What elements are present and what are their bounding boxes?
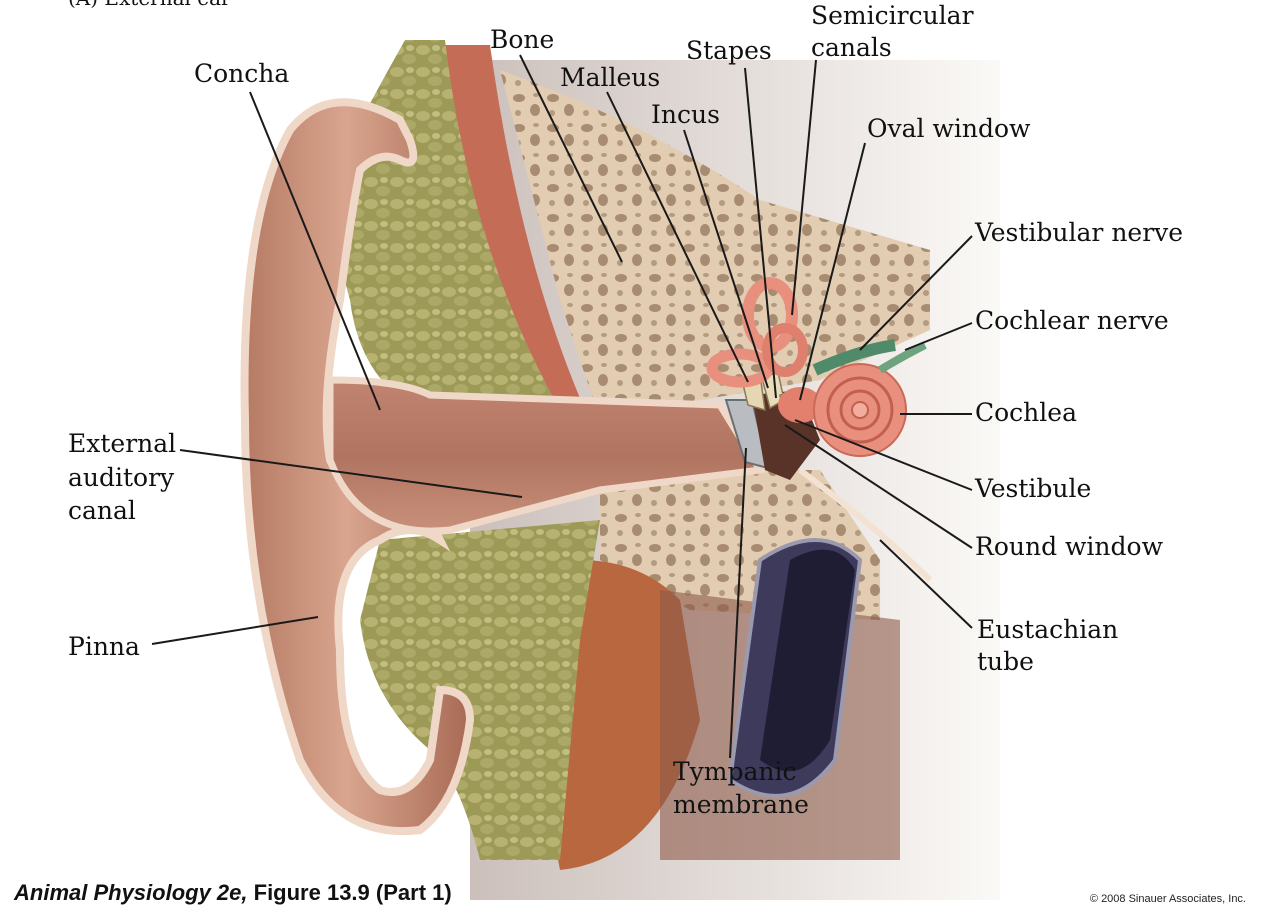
label-eustachian-tube-line1: Eustachian xyxy=(977,615,1119,644)
label-cochlea: Cochlea xyxy=(975,398,1077,427)
copyright-notice: © 2008 Sinauer Associates, Inc. xyxy=(1089,893,1246,905)
label-oval-window: Oval window xyxy=(867,114,1031,143)
panel-tag: (A) External ear xyxy=(68,0,231,10)
label-malleus: Malleus xyxy=(560,63,661,92)
label-round-window: Round window xyxy=(975,532,1163,561)
figure-caption: Animal Physiology 2e, Figure 13.9 (Part … xyxy=(14,880,452,906)
label-incus: Incus xyxy=(651,100,720,129)
caption-figure-number: Figure 13.9 (Part 1) xyxy=(247,880,452,905)
label-pinna: Pinna xyxy=(68,632,140,661)
label-vestibular-nerve: Vestibular nerve xyxy=(975,218,1184,247)
label-external-auditory-canal-line1: External xyxy=(68,429,177,458)
label-semicircular-canals-line1: Semicircular xyxy=(811,1,974,30)
label-bone: Bone xyxy=(490,25,555,54)
label-stapes: Stapes xyxy=(686,36,772,65)
label-tympanic-membrane-line1: Tympanic xyxy=(673,757,797,786)
caption-book-title: Animal Physiology 2e, xyxy=(14,880,248,905)
label-semicircular-canals-line2: canals xyxy=(811,33,892,62)
label-external-auditory-canal-line2: auditory xyxy=(68,463,175,492)
label-eustachian-tube-line2: tube xyxy=(977,647,1034,676)
label-tympanic-membrane-line2: membrane xyxy=(673,790,809,819)
label-concha: Concha xyxy=(194,59,290,88)
label-cochlear-nerve: Cochlear nerve xyxy=(975,306,1169,335)
label-external-auditory-canal-line3: canal xyxy=(68,496,136,525)
label-vestibule: Vestibule xyxy=(975,474,1092,503)
